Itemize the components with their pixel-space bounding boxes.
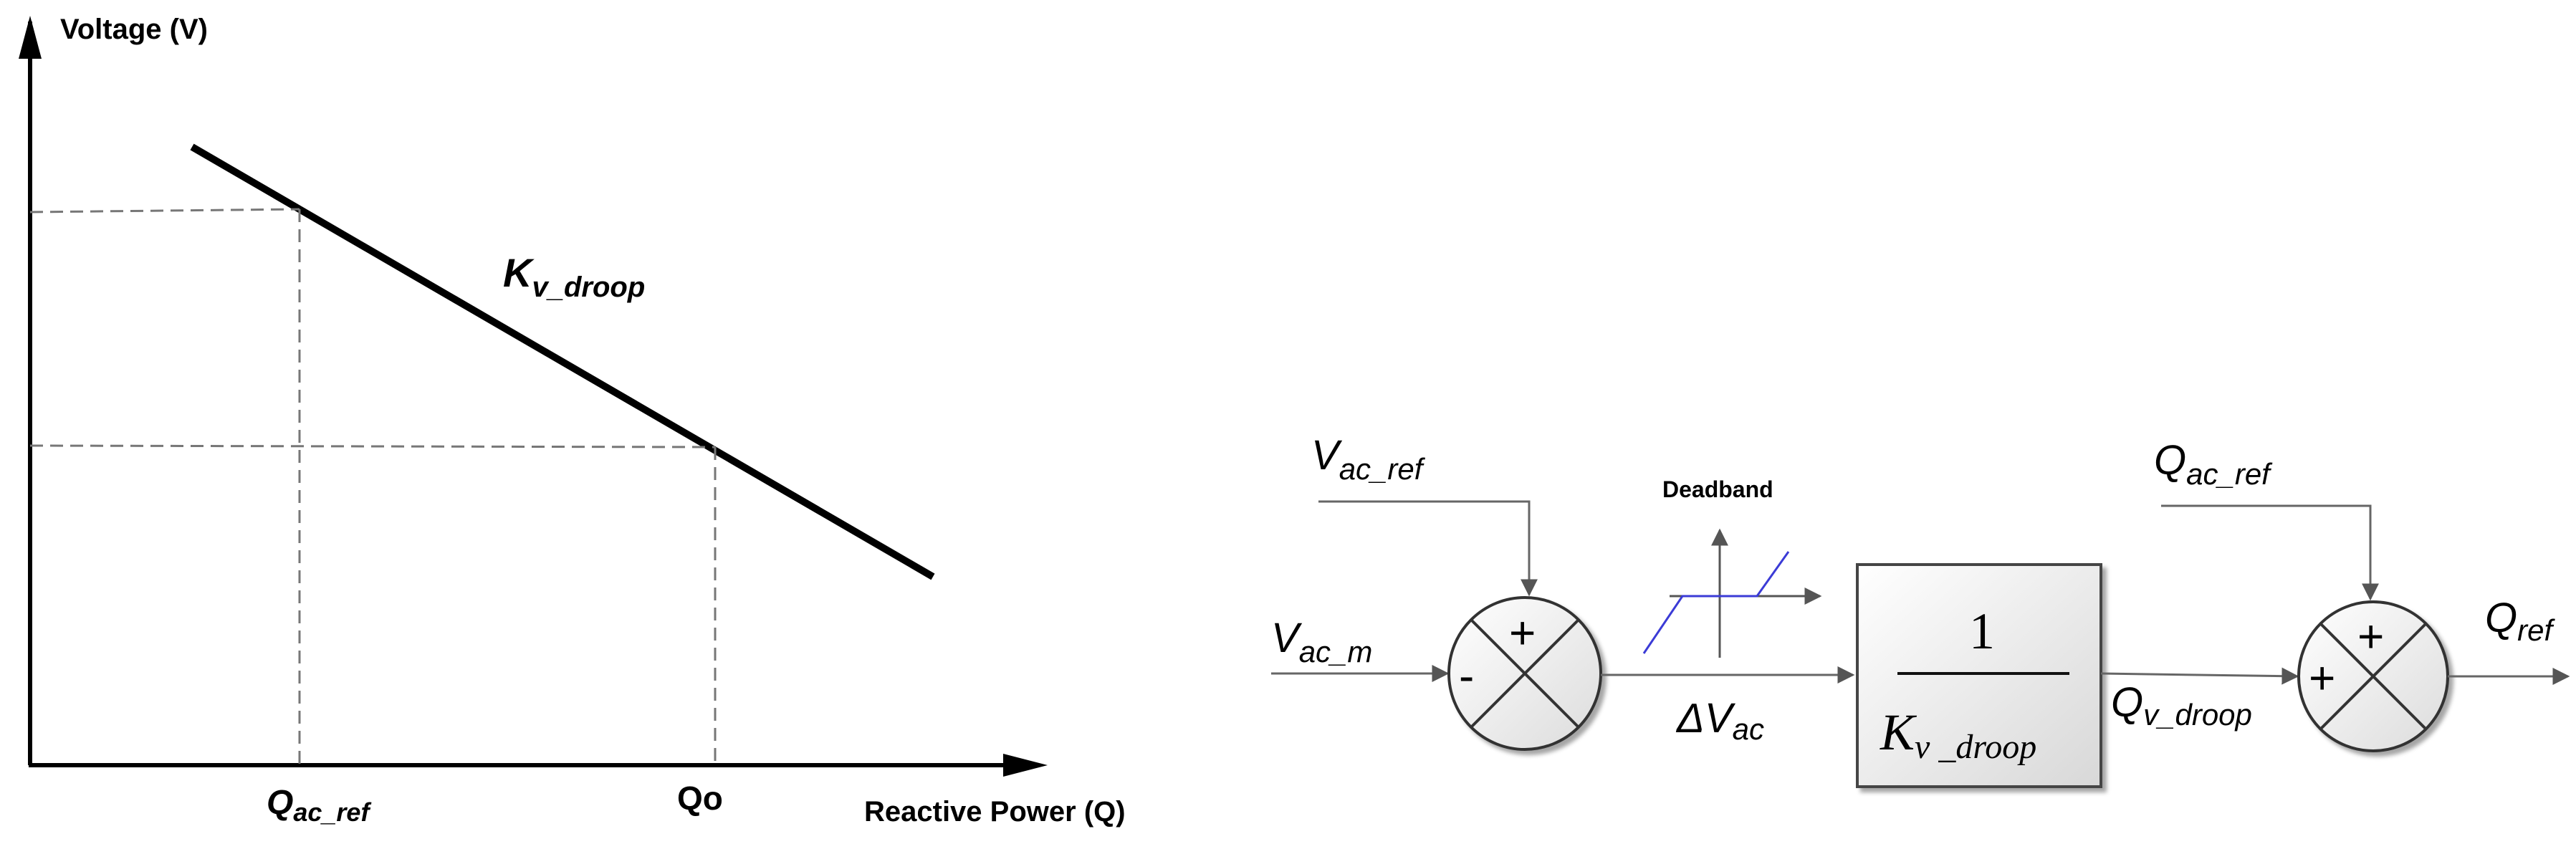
summing-junction-2-plus-top: +: [2357, 610, 2384, 662]
gain-denominator-main: K: [1880, 704, 1917, 761]
dashed-h-lower: [29, 444, 716, 449]
v-m-label-sub: ac_m: [1299, 635, 1373, 668]
x-axis-label: Reactive Power (Q): [864, 796, 1126, 828]
v-m-label-main: V: [1271, 615, 1303, 661]
q-v-droop-connector: [2100, 667, 2299, 685]
q-v-droop-label: Qv_droop: [2111, 679, 2252, 732]
output-label-sub: ref: [2517, 613, 2555, 647]
tick-label-qacref-sub: ac_ref: [293, 797, 371, 827]
q-v-droop-label-main: Q: [2111, 679, 2143, 726]
v-ref-label-main: V: [1311, 432, 1343, 479]
q-ref-label-main: Q: [2154, 437, 2186, 484]
summing-junction-1: + -: [1447, 596, 1602, 751]
deadband-graph: Deadband: [1642, 476, 1822, 658]
v-m-label: Vac_m: [1271, 615, 1372, 668]
tick-label-qacref: Qac_ref: [267, 784, 371, 827]
summing-junction-2-cross-b: [2319, 622, 2428, 731]
deadband-label: Deadband: [1662, 476, 1773, 502]
gain-denominator: Kv _droop: [1880, 704, 2036, 766]
gain-block-box: [1856, 563, 2102, 788]
droop-line-label-sub: v_droop: [532, 272, 645, 303]
x-axis-arrowhead: [1003, 754, 1048, 777]
droop-line: [190, 143, 935, 580]
v-ref-label-sub: ac_ref: [1339, 452, 1426, 486]
summing-junction-2-plus-left: +: [2309, 652, 2335, 704]
gain-denominator-sub: v _droop: [1915, 728, 2036, 766]
v-ref-connector: [1318, 500, 1538, 597]
block-diagram: Vac_ref Vac_m + - Deadband ΔVac: [1271, 432, 2570, 788]
tick-label-qacref-main: Q: [267, 784, 293, 822]
deadband-curve: [1642, 551, 1790, 654]
delta-v-label-main: ΔV: [1675, 695, 1736, 742]
output-label-main: Q: [2485, 595, 2517, 641]
q-ref-label-sub: ac_ref: [2186, 457, 2273, 491]
v-ref-label: Vac_ref: [1311, 432, 1426, 486]
dashed-h-upper: [29, 208, 300, 214]
tick-label-qo: Qo: [677, 780, 723, 817]
gain-block: 1 Kv _droop: [1856, 563, 2102, 788]
droop-line-label: Kv_droop: [503, 250, 645, 303]
droop-plot: Voltage (V) Reactive Power (Q) Kv_droop …: [19, 14, 1126, 828]
delta-v-label: ΔVac: [1675, 695, 1764, 746]
summing-junction-1-cross-b: [1470, 618, 1580, 729]
summing-junction-2: + +: [2297, 600, 2449, 752]
q-v-droop-label-sub: v_droop: [2143, 698, 2252, 732]
y-axis-arrowhead: [19, 16, 42, 59]
q-ref-label: Qac_ref: [2154, 437, 2273, 491]
summing-junction-1-plus: +: [1509, 607, 1536, 658]
q-ref-connector: [2161, 504, 2379, 601]
y-axis-label: Voltage (V): [60, 14, 208, 45]
delta-v-label-sub: ac: [1733, 712, 1764, 746]
output-label: Qref: [2485, 595, 2555, 647]
droop-line-label-main: K: [503, 250, 535, 295]
gain-numerator: 1: [1969, 603, 1995, 660]
summing-junction-1-minus: -: [1459, 650, 1474, 701]
